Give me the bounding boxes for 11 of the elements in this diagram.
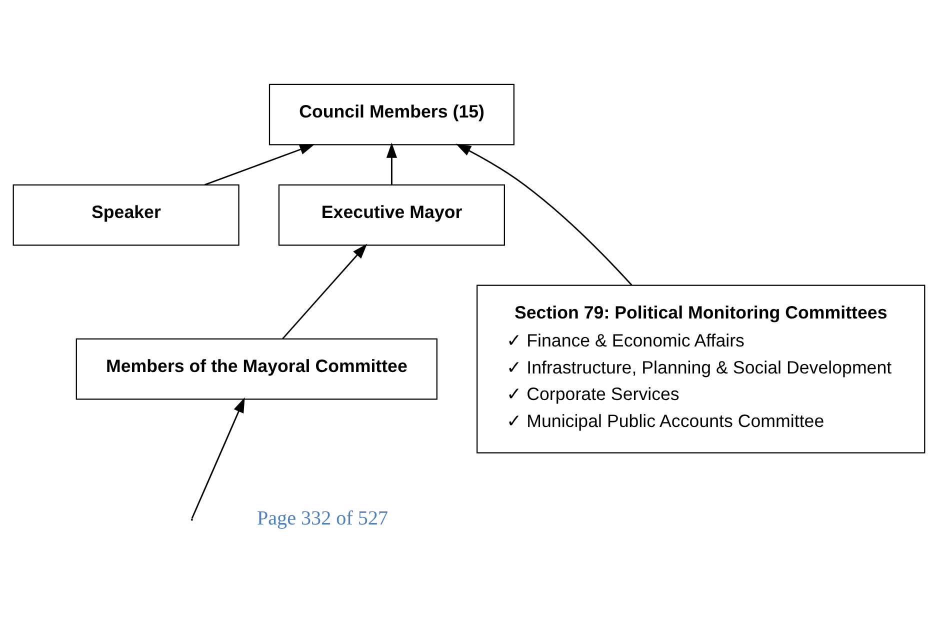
node-box: Council Members (15) — [268, 84, 514, 146]
node-box: Section 79: Political Monitoring Committees ✓ Finance & Economic Affairs ✓ Infrastructure, Planning & Social Development ✓ Corporate Services ✓ Municipal Public Accounts Committee — [476, 284, 926, 454]
arrow — [456, 144, 632, 286]
label: Page 332 of 527 — [256, 508, 388, 530]
arrow — [282, 244, 368, 340]
node-box: Speaker — [12, 184, 240, 246]
node-box: Members of the Mayoral Committee — [76, 338, 438, 400]
arrow — [191, 397, 245, 519]
arrow — [386, 142, 398, 184]
arrow — [204, 144, 315, 186]
node-box: Executive Mayor — [278, 184, 505, 246]
